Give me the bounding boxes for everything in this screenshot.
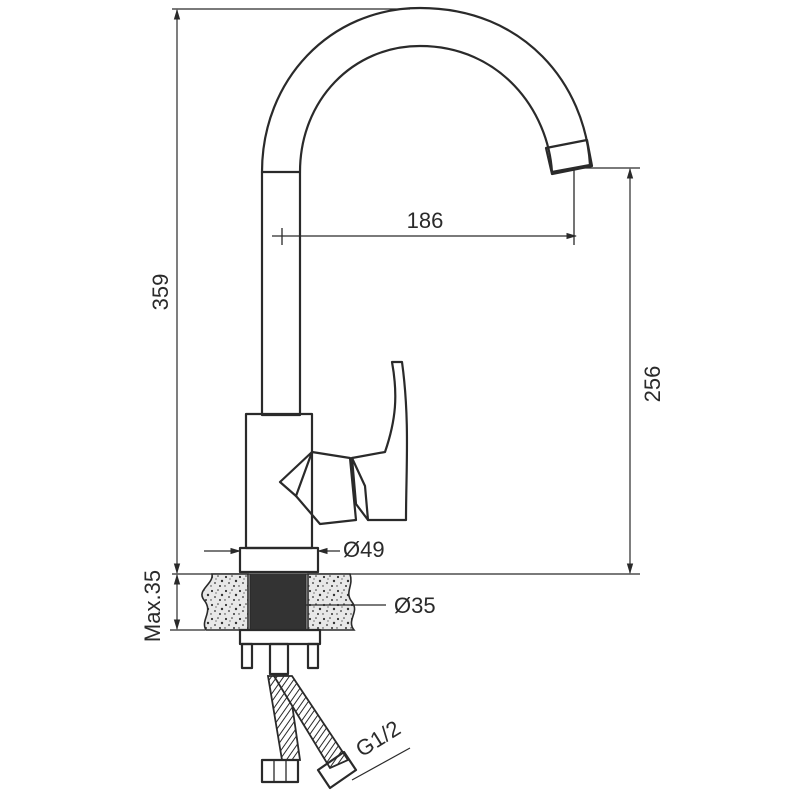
label-spout-reach: 186 [407, 208, 444, 233]
dimension-base-diameter: Ø49 [204, 537, 385, 562]
label-spout-height: 256 [640, 366, 665, 403]
aerator [544, 138, 594, 176]
dimension-spout-reach: 186 [272, 170, 578, 245]
dimension-shank-diameter: Ø35 [306, 593, 436, 618]
mounting-hardware [238, 628, 322, 676]
label-base-diameter: Ø49 [343, 537, 385, 562]
lever-handle [350, 360, 409, 522]
hose-nut-left [260, 758, 300, 784]
dimension-total-height: 359 [148, 8, 181, 575]
dimension-hose-thread: G1/2 [351, 715, 411, 781]
extension-lines [170, 8, 640, 631]
hose-right [272, 675, 350, 770]
hose-nut-right [316, 750, 358, 790]
countertop-left [201, 573, 249, 631]
label-counter-thickness: Max.35 [140, 570, 165, 642]
countertop-right [307, 573, 356, 631]
label-shank-diameter: Ø35 [394, 593, 436, 618]
faucet-body [238, 6, 594, 574]
base-flange [238, 546, 320, 574]
supply-hoses [260, 675, 358, 790]
label-total-height: 359 [148, 274, 173, 311]
dimension-counter-thickness: Max.35 [140, 570, 181, 642]
cartridge-housing [278, 450, 358, 526]
mounting-stud-left [240, 642, 254, 670]
countertop-section [201, 573, 356, 631]
spout [260, 6, 592, 417]
shank [250, 574, 306, 630]
dimension-spout-height: 256 [626, 167, 665, 575]
mounting-stud-right [306, 642, 320, 670]
